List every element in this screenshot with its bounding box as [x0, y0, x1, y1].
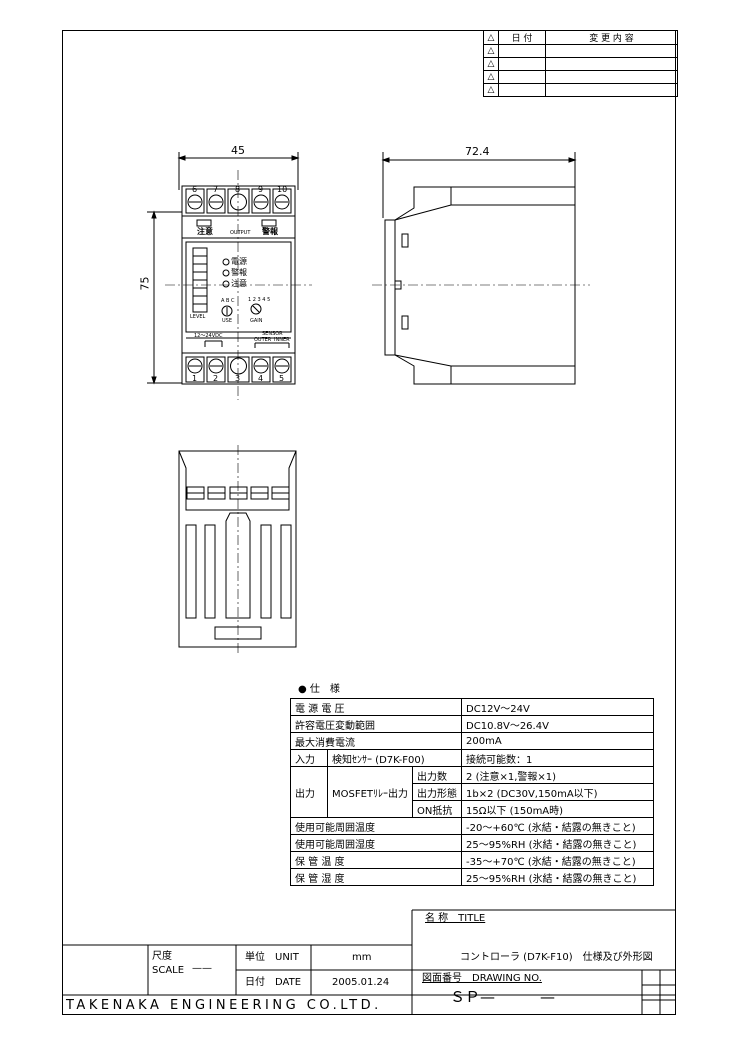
date-value: 2005.01.24 [332, 977, 390, 988]
dim-front-height: 75 [138, 276, 152, 291]
spec-output-sub: MOSFETﾘﾚｰ出力 [326, 766, 414, 818]
spec-on-res-value: 15Ω以下 (150mA時) [461, 800, 655, 818]
label-output: OUTPUT [230, 230, 251, 236]
spec-table: 電 源 電 圧 DC12V～24V 許容電圧変動範囲 DC10.8V～26.4V… [289, 698, 655, 886]
spec-op-hum-value: 25～95%RH (氷結・結露の無きこと) [461, 834, 655, 852]
label-alarm: 警報 [262, 227, 278, 236]
terminal-2: 2 [213, 374, 219, 383]
spec-out-form-label: 出力形態 [412, 783, 463, 801]
terminal-1: 1 [192, 374, 198, 383]
revision-table: △ 日 付 変 更 内 容 △ △ △ △ [483, 30, 678, 97]
drawing-no-label: 図面番号 DRAWING NO. [422, 973, 542, 984]
spec-input-sub: 検知ｾﾝｻｰ (D7K-F00) [326, 749, 463, 767]
spec-on-res-label: ON抵抗 [412, 800, 463, 818]
dim-side-depth: 72.4 [465, 145, 490, 158]
spec-op-temp-label: 使用可能周囲温度 [289, 817, 463, 835]
spec-supply-voltage-value: DC12V～24V [461, 698, 655, 716]
spec-input-value: 接続可能数：1 [461, 749, 655, 767]
spec-voltage-range-value: DC10.8V～26.4V [461, 715, 655, 733]
spec-out-count-label: 出力数 [412, 766, 463, 784]
spec-st-hum-label: 保 管 湿 度 [289, 868, 463, 886]
name-label: 名 称 TITLE [425, 913, 486, 924]
gain-dial-icon [250, 303, 262, 315]
company-name: TAKENAKA ENGINEERING CO.LTD. [66, 998, 382, 1013]
bottom-view [178, 445, 297, 655]
use-marks: A B C [221, 298, 235, 304]
label-use: USE [222, 318, 232, 324]
spec-power-value: 200mA [461, 732, 655, 750]
terminal-6: 6 [192, 185, 198, 194]
terminal-8: 8 [235, 185, 241, 194]
terminal-7: 7 [213, 185, 219, 194]
indicator-alarm: 警報 [231, 268, 247, 277]
spec-st-temp-label: 保 管 温 度 [289, 851, 463, 869]
scale-value: —— [192, 963, 212, 974]
drawing-title: コントローラ (D7K-F10) 仕様及び外形図 [460, 952, 653, 963]
spec-st-temp-value: -35～+70℃ (氷結・結露の無きこと) [461, 851, 655, 869]
spec-supply-voltage-label: 電 源 電 圧 [289, 698, 463, 716]
spec-out-count-value: 2 (注意×1,警報×1) [461, 766, 655, 784]
scale-label: 尺度 SCALE [152, 951, 185, 976]
use-dial-icon [221, 305, 233, 317]
unit-label: 単位 UNIT [245, 952, 299, 963]
terminal-4: 4 [258, 374, 264, 383]
label-inner: INNER [274, 337, 290, 343]
dim-front-width: 45 [231, 144, 245, 157]
date-label: 日付 DATE [245, 977, 302, 988]
terminal-3: 3 [235, 374, 241, 383]
gain-marks: 1 2 3 4 5 [248, 297, 271, 303]
unit-value: mm [352, 952, 372, 963]
front-view [147, 152, 312, 400]
led-alarm-icon [222, 269, 230, 277]
label-voltage: 12～24VDC [194, 333, 223, 339]
spec-output-label: 出力 [290, 766, 328, 818]
label-level: LEVEL [190, 314, 206, 320]
label-outer: OUTER [254, 337, 272, 343]
drawing-frame [62, 30, 676, 1015]
terminal-10: 10 [277, 185, 288, 194]
spec-st-hum-value: 25～95%RH (氷結・結露の無きこと) [461, 868, 655, 886]
spec-voltage-range-label: 許容電圧変動範囲 [289, 715, 463, 733]
terminal-9: 9 [258, 185, 264, 194]
spec-power-label: 最大消費電流 [289, 732, 463, 750]
side-view [372, 152, 590, 385]
label-caution: 注意 [197, 227, 213, 236]
indicator-power: 電源 [231, 257, 247, 266]
terminal-5: 5 [279, 374, 285, 383]
spec-out-form-value: 1b×2 (DC30V,150mA以下) [461, 783, 655, 801]
led-power-icon [222, 258, 230, 266]
led-caution-icon [222, 280, 230, 288]
spec-op-temp-value: -20～+60℃ (氷結・結露の無きこと) [461, 817, 655, 835]
spec-heading: ● 仕 様 [298, 684, 340, 695]
spec-op-hum-label: 使用可能周囲湿度 [289, 834, 463, 852]
title-block-lines [62, 909, 676, 1015]
label-sensor: SENSOR [262, 331, 283, 337]
label-gain: GAIN [250, 318, 263, 324]
spec-input-label: 入力 [290, 749, 328, 767]
drawing-no-value: ＳＰ— — [450, 988, 556, 1006]
indicator-caution: 注意 [231, 279, 247, 288]
